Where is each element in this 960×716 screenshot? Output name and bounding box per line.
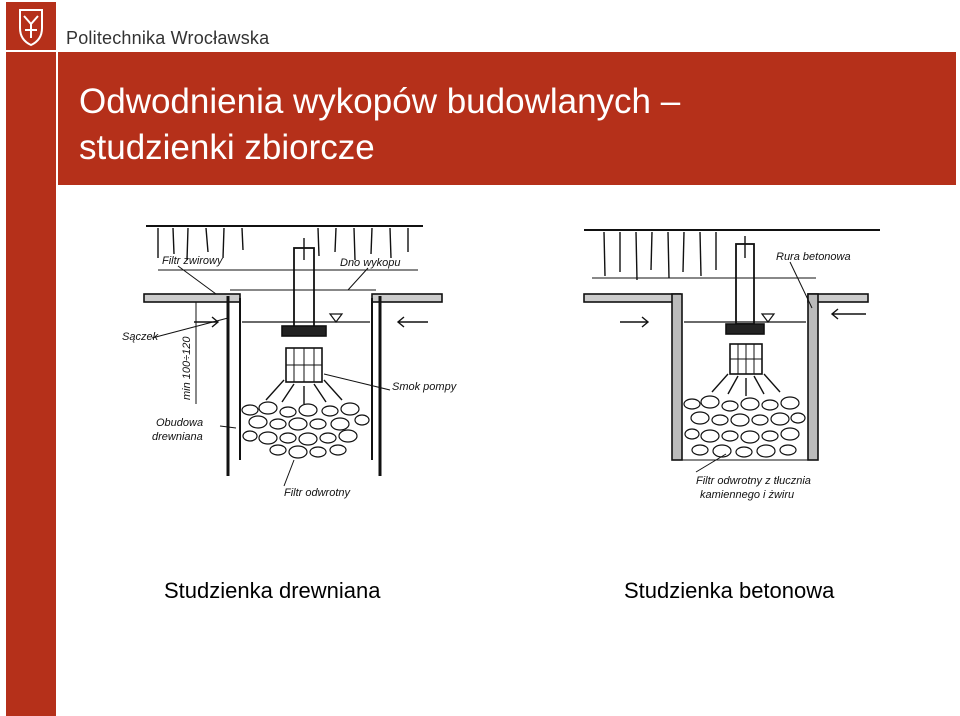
gravel-filter-label: Filtr żwirowy [162, 255, 224, 267]
slide-title-line-1: Odwodnienia wykopów budowlanych – [79, 82, 681, 121]
title-band [58, 52, 956, 185]
concrete-sump-diagram: Rura betonowa Filtr odwrotny z tłucznia … [576, 214, 886, 514]
institution-name: Politechnika Wrocławska [66, 28, 270, 48]
wooden-casing-label-2: drewniana [152, 431, 203, 443]
flow-arrows [265, 379, 343, 404]
reverse-filter-label: Filtr odwrotny [284, 487, 352, 499]
pit-bottom-label: Dno wykopu [340, 257, 401, 269]
ground-hatching [157, 227, 409, 261]
caption-wooden-sump: Studzienka drewniana [164, 578, 381, 603]
gravel-filter [241, 401, 370, 459]
wooden-casing-label-1: Obudowa [156, 417, 203, 429]
min-depth-label: min 100÷120 [181, 336, 193, 400]
left-accent-bar [6, 52, 56, 716]
reverse-filter-label-2: kamiennego i żwiru [700, 489, 794, 501]
strainer-grid [730, 344, 762, 374]
ground-hatching [603, 231, 717, 281]
pump-intake-label: Smok pompy [392, 381, 458, 393]
wooden-sump-diagram: Filtr żwirowy Dno wykopu Sączek min 100÷… [118, 214, 480, 506]
caption-concrete-sump: Studzienka betonowa [624, 578, 835, 603]
slide-title: Odwodnienia wykopów budowlanych – studzi… [79, 79, 680, 171]
reverse-filter-label-1: Filtr odwrotny z tłucznia [696, 475, 811, 487]
seepage-label: Sączek [122, 331, 159, 343]
flow-arrows [711, 373, 781, 396]
concrete-pipe-label: Rura betonowa [776, 251, 851, 263]
university-logo-icon [6, 2, 56, 50]
strainer-grid [286, 348, 322, 382]
slide-title-line-2: studzienki zbiorcze [79, 128, 375, 167]
gravel-filter [683, 395, 806, 458]
